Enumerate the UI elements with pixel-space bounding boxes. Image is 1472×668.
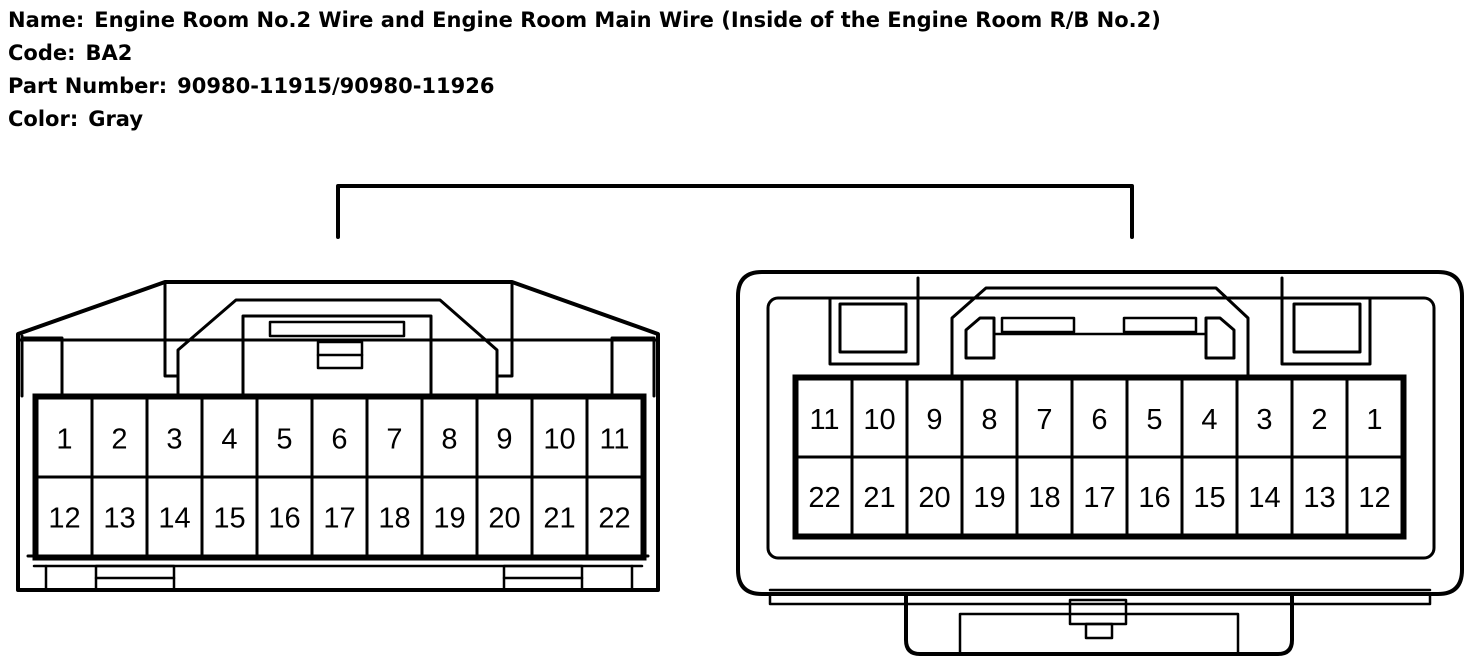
right-pin-number: 18 xyxy=(1028,482,1060,514)
part-number-label: Part Number: xyxy=(8,74,168,98)
right-pin-frame xyxy=(792,374,1407,540)
color-label: Color: xyxy=(8,107,79,131)
mating-bracket xyxy=(336,184,1134,239)
right-pin-cell xyxy=(1015,455,1074,537)
left-pin-cell xyxy=(585,475,644,558)
right-pin-cell xyxy=(795,455,854,537)
right-pin-number: 7 xyxy=(1036,404,1052,436)
left-pin-number: 9 xyxy=(496,424,512,456)
right-pin-number: 4 xyxy=(1201,404,1217,436)
right-pin-cell xyxy=(1180,455,1239,537)
right-pin-number: 21 xyxy=(863,482,895,514)
right-pin-number: 14 xyxy=(1248,482,1280,514)
left-pin-cell xyxy=(200,396,259,479)
color-row: Color: Gray xyxy=(8,103,1161,136)
left-pin-cell xyxy=(585,396,644,479)
code-label: Code: xyxy=(8,41,76,65)
right-pin-number: 1 xyxy=(1366,404,1382,436)
code-row: Code: BA2 xyxy=(8,37,1161,70)
left-pin-cell xyxy=(200,475,259,558)
right-pin-cell xyxy=(1290,377,1349,459)
left-pin-cell xyxy=(365,396,424,479)
right-pin-cell xyxy=(795,377,854,459)
left-pin-number: 19 xyxy=(433,503,465,535)
name-label: Name: xyxy=(8,8,85,32)
left-pin-number: 14 xyxy=(158,503,190,535)
right-pin-number: 6 xyxy=(1091,404,1107,436)
right-pin-number: 11 xyxy=(809,404,839,436)
left-pin-frame xyxy=(32,393,647,561)
left-pin-cell xyxy=(90,475,149,558)
name-row: Name: Engine Room No.2 Wire and Engine Ro… xyxy=(8,4,1161,37)
left-pin-number: 3 xyxy=(166,424,182,456)
left-pin-number: 16 xyxy=(268,503,300,535)
left-pin-number: 22 xyxy=(598,503,630,535)
left-pin-number: 5 xyxy=(276,424,292,456)
right-pin-cell xyxy=(960,455,1019,537)
right-pin-number: 9 xyxy=(926,404,942,436)
right-pin-cell xyxy=(850,455,909,537)
right-pin-number: 15 xyxy=(1193,482,1225,514)
left-pin-number: 1 xyxy=(56,424,72,456)
left-pin-cell xyxy=(530,475,589,558)
left-pin-number: 10 xyxy=(543,424,575,456)
right-pin-number: 12 xyxy=(1358,482,1390,514)
right-pin-number: 13 xyxy=(1303,482,1335,514)
right-pin-number: 3 xyxy=(1256,404,1272,436)
part-number-row: Part Number: 90980-11915/90980-11926 xyxy=(8,70,1161,103)
right-pin-number: 17 xyxy=(1083,482,1115,514)
right-pin-number: 19 xyxy=(973,482,1005,514)
right-pin-number: 5 xyxy=(1146,404,1162,436)
left-pin-cell xyxy=(365,475,424,558)
left-pin-number: 13 xyxy=(103,503,135,535)
right-pin-cell xyxy=(1125,455,1184,537)
left-pin-cell xyxy=(35,396,94,479)
left-pin-number: 12 xyxy=(48,503,80,535)
left-pin-number: 11 xyxy=(599,424,629,456)
left-pin-number: 7 xyxy=(386,424,402,456)
connector-info: Name: Engine Room No.2 Wire and Engine Ro… xyxy=(8,4,1161,136)
left-pin-number: 4 xyxy=(221,424,237,456)
left-pin-number: 6 xyxy=(331,424,347,456)
right-pin-number: 10 xyxy=(863,404,895,436)
left-pin-number: 20 xyxy=(488,503,520,535)
right-pin-number: 2 xyxy=(1311,404,1327,436)
left-pin-cell xyxy=(420,475,479,558)
color-value: Gray xyxy=(88,107,144,131)
left-pin-cell xyxy=(475,475,534,558)
right-pin-cell xyxy=(1070,377,1129,459)
left-pin-number: 2 xyxy=(111,424,127,456)
code-value: BA2 xyxy=(85,41,133,65)
right-pin-cell xyxy=(905,377,964,459)
left-pin-number: 8 xyxy=(441,424,457,456)
left-pin-number: 15 xyxy=(213,503,245,535)
part-number-value: 90980-11915/90980-11926 xyxy=(177,74,495,98)
right-pin-number: 16 xyxy=(1138,482,1170,514)
right-pin-cell xyxy=(1235,455,1294,537)
left-pin-cell xyxy=(145,396,204,479)
left-pin-number: 21 xyxy=(543,503,575,535)
left-pin-number: 18 xyxy=(378,503,410,535)
right-connector-body xyxy=(736,270,1464,656)
right-pin-number: 22 xyxy=(808,482,840,514)
right-pin-cell xyxy=(1070,455,1129,537)
right-pin-cell xyxy=(1345,455,1404,537)
right-pin-number: 20 xyxy=(918,482,950,514)
left-pin-cell xyxy=(35,475,94,558)
left-pin-number: 17 xyxy=(323,503,355,535)
right-pin-number: 8 xyxy=(981,404,997,436)
name-value: Engine Room No.2 Wire and Engine Room Ma… xyxy=(94,8,1161,32)
right-pin-cell xyxy=(1180,377,1239,459)
